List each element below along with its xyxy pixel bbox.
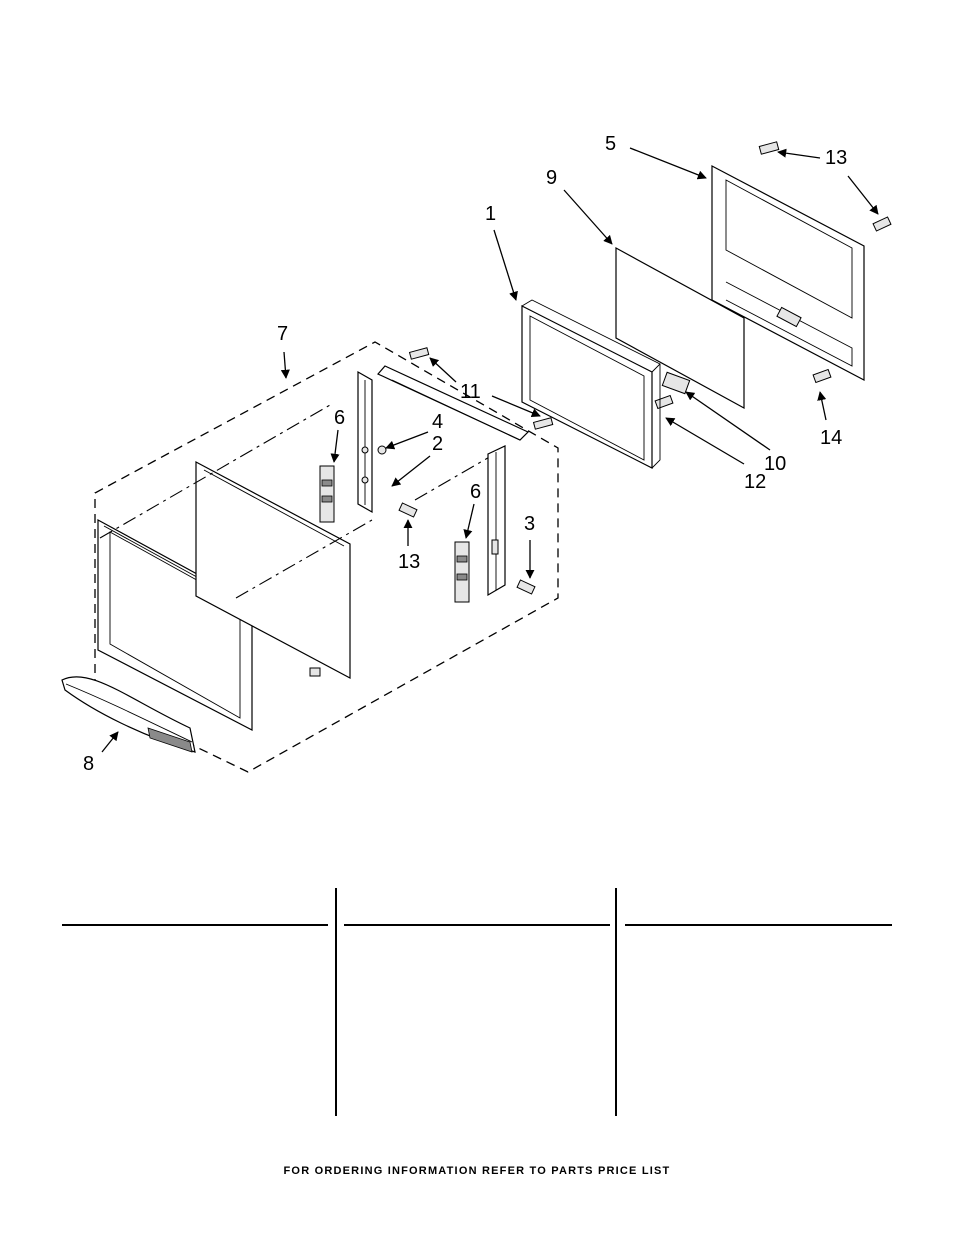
callout-labels: 1 2 3 4 5 6 6 7 8 9 10 11 12 13 13 14 bbox=[83, 133, 847, 775]
screw-part-13-lower bbox=[398, 502, 418, 518]
table-column-2-rule bbox=[344, 924, 610, 926]
assembly-line bbox=[99, 404, 331, 539]
screw-part-14 bbox=[812, 368, 832, 384]
table-separator-1 bbox=[335, 888, 337, 1116]
glass-part-9 bbox=[615, 246, 745, 410]
callout-4: 4 bbox=[432, 411, 443, 433]
screw-part-13-right bbox=[872, 216, 892, 232]
ordering-information-footer: FOR ORDERING INFORMATION REFER TO PARTS … bbox=[283, 1165, 671, 1177]
exploded-parts-diagram: 1 2 3 4 5 6 6 7 8 9 10 11 12 13 13 14 bbox=[61, 133, 892, 775]
callout-13-lower: 13 bbox=[398, 551, 420, 573]
callout-14: 14 bbox=[820, 427, 842, 449]
callout-7: 7 bbox=[277, 323, 288, 345]
callout-2: 2 bbox=[432, 433, 443, 455]
leader-lines bbox=[101, 147, 879, 753]
left-side-bracket bbox=[357, 370, 373, 514]
bracket-part-10 bbox=[661, 371, 691, 395]
callout-5: 5 bbox=[605, 133, 616, 155]
callout-8: 8 bbox=[83, 753, 94, 775]
top-trim-channel bbox=[377, 365, 530, 441]
table-separator-2 bbox=[615, 888, 617, 1116]
screw-part-3 bbox=[516, 579, 536, 595]
inner-door-part-1 bbox=[521, 299, 661, 469]
screw-part-11-right bbox=[532, 417, 554, 430]
handle-part-8 bbox=[61, 676, 196, 753]
callout-6-left: 6 bbox=[334, 407, 345, 429]
clip-part-4 bbox=[377, 445, 387, 455]
hinge-part-6-left bbox=[319, 465, 335, 523]
callout-3: 3 bbox=[524, 513, 535, 535]
callout-1: 1 bbox=[485, 203, 496, 225]
screw-part-13-top bbox=[758, 141, 780, 155]
parts-table bbox=[62, 888, 892, 1116]
callout-10: 10 bbox=[764, 453, 786, 475]
screw-part-12 bbox=[654, 394, 674, 410]
callout-12: 12 bbox=[744, 471, 766, 493]
callout-6-right: 6 bbox=[470, 481, 481, 503]
callout-11: 11 bbox=[460, 381, 481, 403]
outer-frame-part-5 bbox=[711, 165, 865, 381]
inner-glass-panel bbox=[195, 461, 351, 679]
hinge-part-6-right bbox=[454, 541, 470, 603]
right-side-bracket bbox=[487, 445, 506, 597]
callout-13-top: 13 bbox=[825, 147, 847, 169]
callout-9: 9 bbox=[546, 167, 557, 189]
table-column-1-rule bbox=[62, 924, 328, 926]
screw-part-11-top bbox=[408, 347, 430, 360]
table-column-3-rule bbox=[625, 924, 892, 926]
